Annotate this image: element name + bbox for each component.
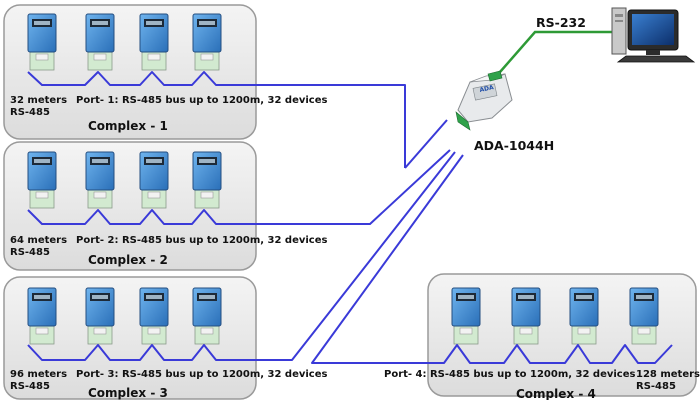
complex-2-title: Complex - 2 <box>88 253 168 267</box>
complex-2-meters <box>27 151 222 209</box>
energy-meter-icon <box>451 287 481 345</box>
complex-4-title: Complex - 4 <box>516 387 596 400</box>
rs485-bus-port-2 <box>27 149 451 225</box>
rs485-bus-port-4 <box>311 154 673 364</box>
energy-meter-icon <box>27 13 57 71</box>
complex-3-meters <box>27 287 222 345</box>
energy-meter-icon <box>511 287 541 345</box>
energy-meter-icon <box>27 287 57 345</box>
din-rail-converter-icon: ADA <box>455 70 513 131</box>
energy-meter-icon <box>139 151 169 209</box>
rs485-bus-port-1 <box>27 71 406 168</box>
energy-meter-icon <box>85 151 115 209</box>
converter-logo: ADA <box>479 84 495 94</box>
energy-meter-icon <box>629 287 659 345</box>
energy-meter-icon <box>85 287 115 345</box>
complex-4-port-label: Port- 4: RS-485 bus up to 1200m, 32 devi… <box>384 369 636 380</box>
rs232-label: RS-232 <box>536 15 586 30</box>
converter-name: ADA-1044H <box>474 138 554 153</box>
complex-2-bus-type: RS-485 <box>10 247 50 258</box>
complex-1-distance: 32 meters <box>10 95 67 106</box>
complex-1-meters <box>27 13 222 71</box>
desktop-computer-icon <box>611 7 696 63</box>
energy-meter-icon <box>192 13 222 71</box>
complex-4-bus-type: RS-485 <box>636 381 676 392</box>
complex-1-bus-type: RS-485 <box>10 107 50 118</box>
complex-1-port-label: Port- 1: RS-485 bus up to 1200m, 32 devi… <box>76 95 328 106</box>
complex-2-port-label: Port- 2: RS-485 bus up to 1200m, 32 devi… <box>76 235 328 246</box>
complex-3-bus-type: RS-485 <box>10 381 50 392</box>
complex-4-panel <box>427 273 697 397</box>
complex-3-port-label: Port- 3: RS-485 bus up to 1200m, 32 devi… <box>76 369 328 380</box>
energy-meter-icon <box>139 287 169 345</box>
complex-1-title: Complex - 1 <box>88 119 168 133</box>
energy-meter-icon <box>139 13 169 71</box>
rs485-bus-port-3 <box>27 151 456 361</box>
complex-2-distance: 64 meters <box>10 235 67 246</box>
energy-meter-icon <box>192 151 222 209</box>
energy-meter-icon <box>85 13 115 71</box>
energy-meter-icon <box>192 287 222 345</box>
complex-4-distance: 128 meters <box>636 369 700 380</box>
complex-3-title: Complex - 3 <box>88 386 168 400</box>
complex-4-meters <box>451 287 659 345</box>
complex-3-distance: 96 meters <box>10 369 67 380</box>
energy-meter-icon <box>27 151 57 209</box>
rs232-link <box>499 30 612 73</box>
rs485-link-port-1 <box>404 119 448 169</box>
energy-meter-icon <box>569 287 599 345</box>
